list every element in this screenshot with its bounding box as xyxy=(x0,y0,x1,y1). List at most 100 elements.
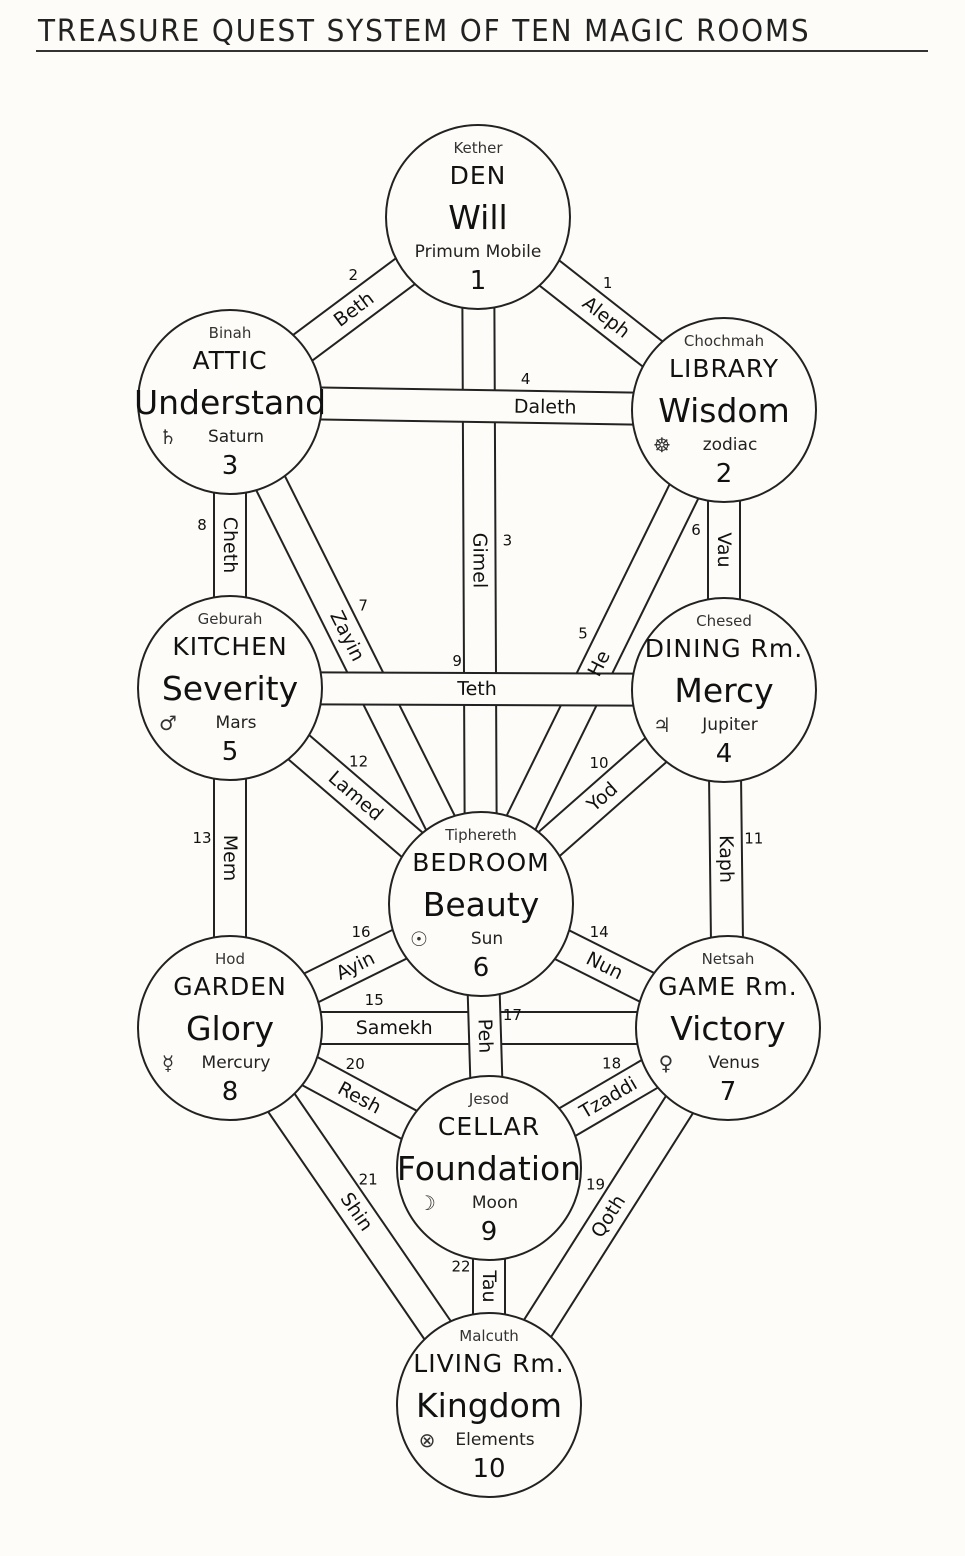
room-name: GARDEN xyxy=(173,972,287,1001)
path-number-label: 10 xyxy=(589,754,608,772)
sephirah-name: Hod xyxy=(215,950,245,968)
planet-symbol-icon: ☸ xyxy=(653,433,671,457)
path-number-label: 19 xyxy=(586,1176,605,1194)
planet-label: Jupiter xyxy=(701,715,757,735)
planet-symbol-icon: ♄ xyxy=(159,425,177,449)
path-number-label: 7 xyxy=(358,597,368,615)
planet-symbol-icon: ☉ xyxy=(410,927,428,951)
planet-symbol-icon: ♃ xyxy=(653,713,671,737)
virtue-label: Wisdom xyxy=(658,391,790,430)
sephirah-name: Binah xyxy=(209,324,252,342)
title-underline xyxy=(36,50,928,52)
planet-label: Sun xyxy=(471,929,503,949)
room-number: 3 xyxy=(222,451,239,481)
room-number: 10 xyxy=(472,1454,505,1484)
sephirah-name: Netsah xyxy=(702,950,755,968)
room-name: GAME Rm. xyxy=(658,972,797,1001)
path-number-label: 1 xyxy=(603,274,613,292)
room-number: 8 xyxy=(222,1077,239,1107)
hebrew-letter-label: Teth xyxy=(456,678,497,700)
room-name: ATTIC xyxy=(192,346,267,375)
room-name: DINING Rm. xyxy=(645,634,803,663)
sephirah-name: Jesod xyxy=(468,1090,509,1108)
planet-label: Primum Mobile xyxy=(415,242,542,262)
hebrew-letter-label: Gimel xyxy=(468,533,490,589)
room-number: 5 xyxy=(222,737,239,767)
room-circle xyxy=(396,1075,582,1261)
path-number-label: 11 xyxy=(744,830,763,848)
sephirah-name: Tiphereth xyxy=(444,826,517,844)
virtue-label: Glory xyxy=(186,1009,274,1048)
room-circle xyxy=(631,317,817,503)
hebrew-letter-label: Daleth xyxy=(514,396,577,419)
planet-symbol-icon: ♀ xyxy=(659,1051,674,1075)
room-circle xyxy=(137,595,323,781)
planet-symbol-icon: ♂ xyxy=(159,711,177,735)
room-number: 9 xyxy=(481,1217,498,1247)
path-label-6: Vau 6 xyxy=(691,521,735,568)
hebrew-letter-label: Vau xyxy=(713,532,735,567)
path-number-label: 5 xyxy=(578,624,588,642)
planet-symbol-icon: ⊗ xyxy=(419,1428,436,1452)
room-name: LIVING Rm. xyxy=(413,1349,564,1378)
path-number-label: 8 xyxy=(197,516,207,534)
path-label-13: Mem 13 xyxy=(192,829,241,881)
sephirah-name: Geburah xyxy=(198,610,263,628)
path-label-3: Gimel 3 xyxy=(468,531,512,588)
room-circle xyxy=(396,1312,582,1498)
virtue-label: Kingdom xyxy=(416,1386,562,1425)
virtue-label: Beauty xyxy=(423,885,540,924)
path-number-label: 13 xyxy=(192,829,211,847)
room-circle xyxy=(388,811,574,997)
path-label-11: Kaph 11 xyxy=(715,830,764,883)
room-number: 1 xyxy=(470,266,487,296)
hebrew-letter-label: Samekh xyxy=(356,1017,433,1039)
room-name: BEDROOM xyxy=(412,848,550,877)
path-number-label: 14 xyxy=(590,923,609,941)
planet-label: Saturn xyxy=(208,427,264,447)
path-number-label: 6 xyxy=(691,521,701,539)
planet-label: Moon xyxy=(472,1193,518,1213)
path-label-17: Peh 17 xyxy=(473,1006,521,1053)
room-name: CELLAR xyxy=(438,1112,540,1141)
path-number-label: 9 xyxy=(452,652,462,670)
path-number-label: 12 xyxy=(349,753,368,771)
path-number-label: 20 xyxy=(346,1055,365,1073)
path-number-label: 4 xyxy=(521,370,531,388)
virtue-label: Foundation xyxy=(397,1149,581,1188)
hebrew-letter-label: Mem xyxy=(219,835,241,882)
planet-label: Venus xyxy=(708,1053,759,1073)
sephirah-name: Chochmah xyxy=(684,332,764,350)
path-number-label: 3 xyxy=(503,531,513,549)
hebrew-letter-label: Kaph xyxy=(715,835,738,883)
path-number-label: 15 xyxy=(365,991,384,1009)
room-name: DEN xyxy=(450,161,507,190)
room-circle xyxy=(631,597,817,783)
sephirah-name: Chesed xyxy=(696,612,752,630)
room-circle xyxy=(137,935,323,1121)
room-circle xyxy=(635,935,821,1121)
virtue-label: Understand xyxy=(134,383,326,422)
path-label-9: Teth 9 xyxy=(452,652,496,700)
room-name: KITCHEN xyxy=(172,632,287,661)
hebrew-letter-label: Peh xyxy=(473,1018,496,1053)
room-circle xyxy=(137,309,323,495)
room-number: 7 xyxy=(720,1077,737,1107)
virtue-label: Will xyxy=(448,198,507,237)
planet-symbol-icon: ☿ xyxy=(162,1051,174,1075)
path-number-label: 17 xyxy=(503,1006,522,1024)
planet-symbol-icon: ☽ xyxy=(418,1191,436,1215)
diagram-title: TREASURE QUEST SYSTEM OF TEN MAGIC ROOMS xyxy=(38,14,811,49)
